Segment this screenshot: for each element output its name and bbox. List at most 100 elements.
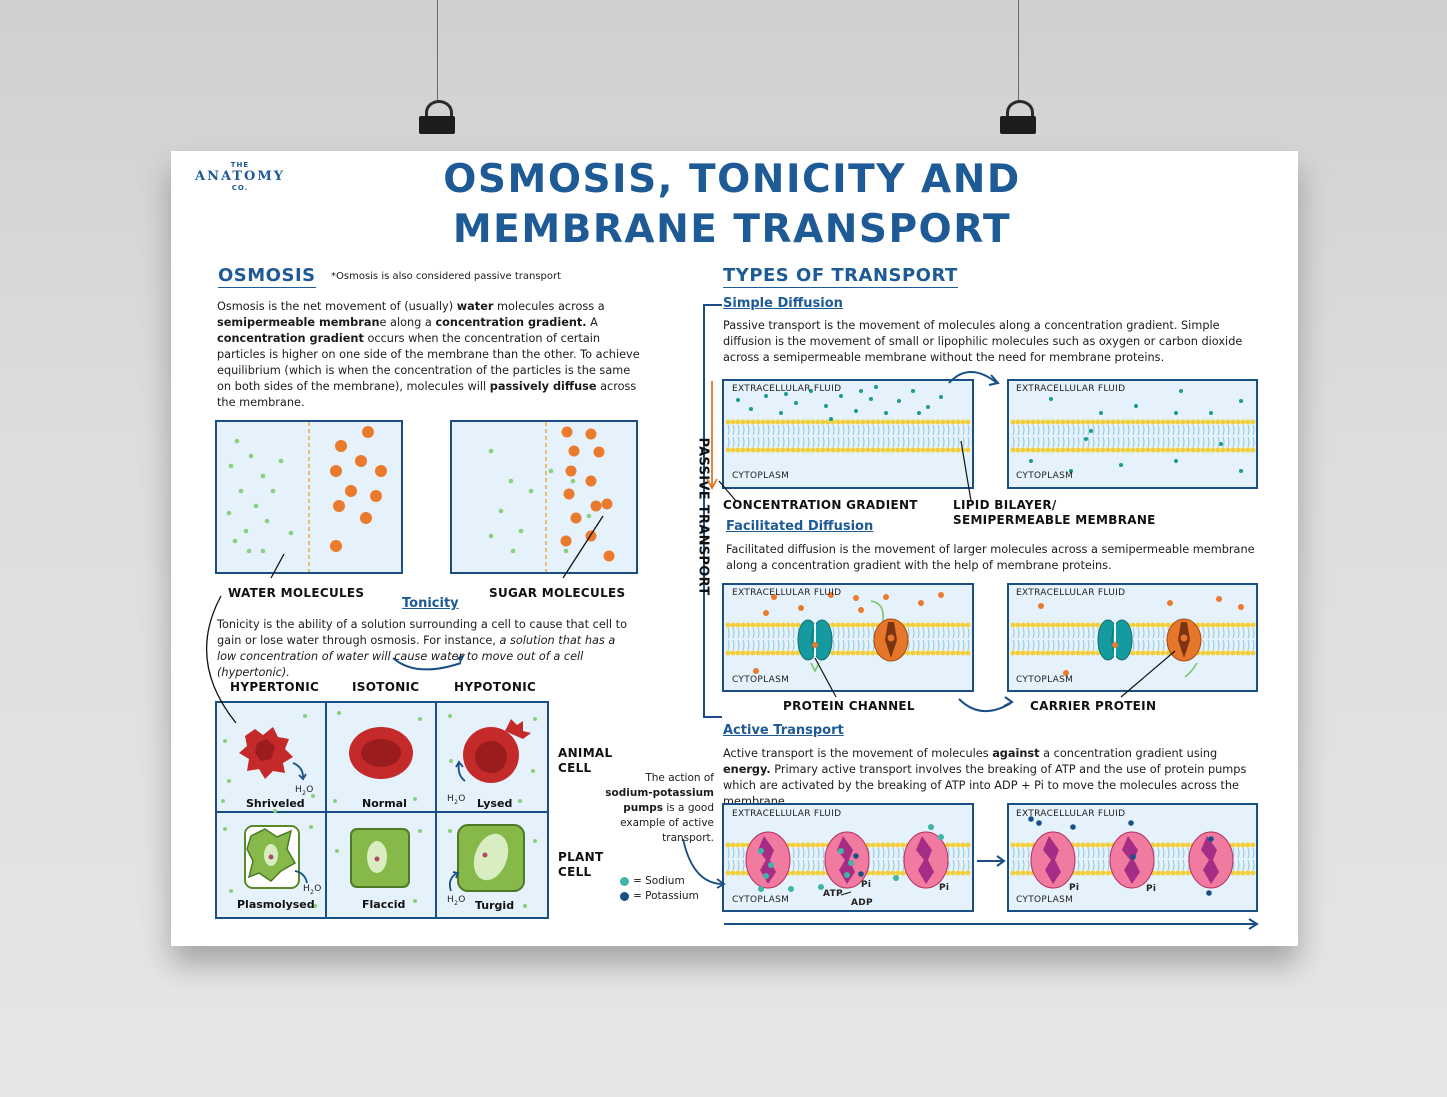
molecule <box>858 607 864 613</box>
sugar-molecule <box>370 490 382 502</box>
water-molecule <box>226 510 232 516</box>
facilitated-diffusion-heading: Facilitated Diffusion <box>726 519 874 534</box>
sodium-ion <box>758 848 764 854</box>
sugar-molecule <box>593 446 605 458</box>
cell-plasmolysed: Plasmolysed <box>237 898 315 911</box>
oxygen-molecule <box>917 411 921 415</box>
cell-normal: Normal <box>362 797 407 810</box>
oxygen-molecule <box>854 409 858 413</box>
lipid-bilayer-label: LIPID BILAYER/SEMIPERMEABLE MEMBRANE <box>953 498 1156 527</box>
pointer <box>960 440 972 502</box>
sodium-ion <box>848 860 854 866</box>
water-dot <box>309 825 313 829</box>
water-molecule <box>528 488 534 494</box>
oxygen-molecule <box>1134 404 1138 408</box>
water-dot <box>335 849 339 853</box>
sugar-molecule <box>345 485 357 497</box>
oxygen-molecule <box>824 404 828 408</box>
pointer <box>718 480 737 502</box>
oxygen-molecule <box>1084 437 1088 441</box>
water-molecule <box>270 488 276 494</box>
molecule <box>1112 642 1118 648</box>
sugar-molecule <box>563 488 575 500</box>
cyto-label-1: CYTOPLASM <box>732 471 790 481</box>
oxygen-molecule <box>859 389 863 393</box>
water-dot <box>448 714 452 718</box>
sugar-molecule <box>355 455 367 467</box>
oxygen-molecule <box>1029 459 1033 463</box>
osmosis-after-box <box>450 420 638 574</box>
molecule <box>938 592 944 598</box>
water-molecule <box>253 503 259 509</box>
water-molecule <box>278 458 284 464</box>
tonicity-connector <box>206 595 237 724</box>
ecf-label-6: EXTRACELLULAR FLUID <box>1016 809 1126 819</box>
sugar-molecule <box>585 475 597 487</box>
sugar-molecule <box>603 550 615 562</box>
water-dot <box>418 717 422 721</box>
water-dot <box>223 739 227 743</box>
membrane-diagrams <box>682 371 1259 930</box>
water-molecule <box>570 478 576 484</box>
oxygen-molecule <box>926 405 930 409</box>
oxygen-molecule <box>794 401 798 405</box>
arrow-icon <box>996 855 1006 867</box>
h2o-shriveled: H2O <box>295 785 314 797</box>
ecf-label-4: EXTRACELLULAR FLUID <box>1016 588 1126 598</box>
binder-clip-left <box>419 100 455 134</box>
gradient-arrow-head <box>706 478 718 490</box>
water-molecule <box>228 463 234 469</box>
sugar-molecules-label: SUGAR MOLECULES <box>489 586 626 600</box>
oxygen-molecule <box>897 399 901 403</box>
oxygen-molecule <box>736 398 740 402</box>
molecule <box>771 594 777 600</box>
molecule <box>918 600 924 606</box>
h2o-plasmolysed: H2O <box>303 884 322 896</box>
sugar-molecule <box>560 535 572 547</box>
oxygen-molecule <box>749 407 753 411</box>
arrow-icon <box>1184 662 1198 678</box>
potassium-ion <box>1206 890 1212 896</box>
water-molecule <box>586 513 592 519</box>
tonicity-paragraph: Tonicity is the ability of a solution su… <box>217 618 627 679</box>
oxygen-molecule <box>1089 429 1093 433</box>
molecule <box>753 668 759 674</box>
h2o-lysed: H2O <box>447 794 466 806</box>
oxygen-molecule <box>911 389 915 393</box>
cyto-label-3: CYTOPLASM <box>732 675 790 685</box>
potassium-ion <box>1028 816 1034 822</box>
sugar-molecule <box>333 500 345 512</box>
page-title-line2: MEMBRANE TRANSPORT <box>452 207 1012 252</box>
oxygen-molecule <box>784 392 788 396</box>
arrow-icon <box>948 371 998 384</box>
channel-protein <box>811 619 833 661</box>
sodium-ion <box>788 886 794 892</box>
oxygen-molecule <box>1099 411 1103 415</box>
sodium-ion <box>893 875 899 881</box>
molecule <box>1238 604 1244 610</box>
molecule <box>828 592 834 598</box>
osmosis-diagram <box>226 422 615 671</box>
sugar-molecule <box>330 465 342 477</box>
potassium-ion <box>1208 836 1214 842</box>
oxygen-molecule <box>1049 397 1053 401</box>
adp-label: ADP <box>851 898 873 908</box>
oxygen-molecule <box>839 394 843 398</box>
lipid-bilayer <box>1010 622 1256 656</box>
water-molecule <box>563 548 569 554</box>
cell-flaccid: Flaccid <box>362 898 406 911</box>
oxygen-molecule <box>1209 411 1213 415</box>
col-hypertonic: HYPERTONIC <box>230 680 320 694</box>
lipid-bilayer <box>1010 419 1256 453</box>
water-dot <box>333 799 337 803</box>
water-molecule <box>260 548 266 554</box>
pi-label-3: Pi <box>1069 883 1080 893</box>
tonicity-grid <box>215 701 549 919</box>
sugar-molecule <box>362 426 374 438</box>
potassium-dot-icon <box>620 891 629 901</box>
water-molecules-label: WATER MOLECULES <box>228 586 365 600</box>
ecf-label-3: EXTRACELLULAR FLUID <box>732 588 842 598</box>
water-molecule <box>234 438 240 444</box>
water-molecule <box>488 448 494 454</box>
